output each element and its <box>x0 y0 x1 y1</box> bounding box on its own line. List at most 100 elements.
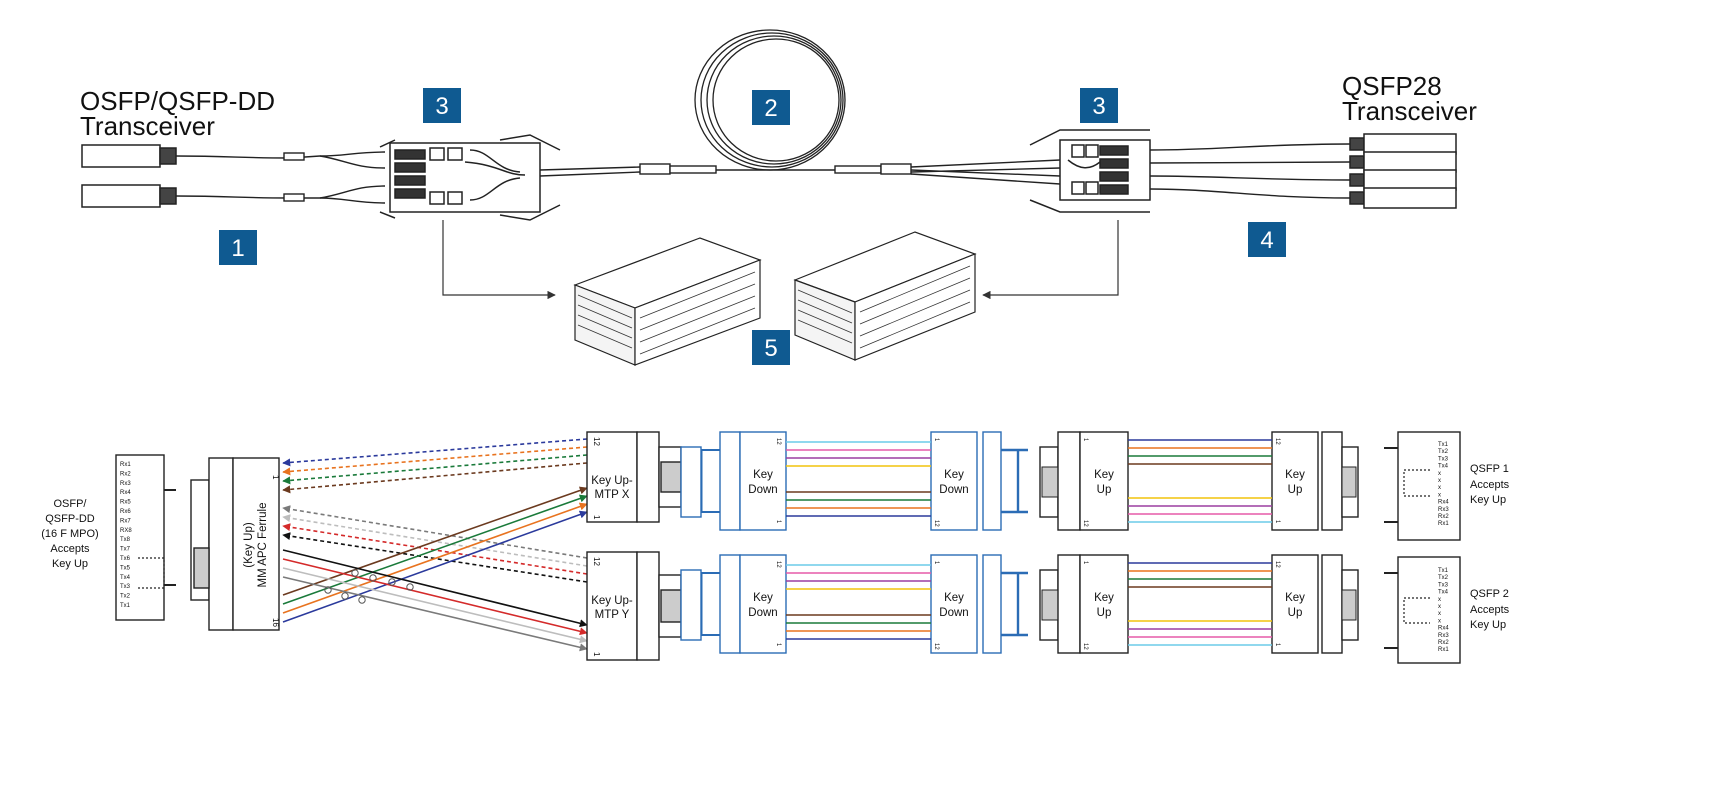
qsfp2-port-label: Tx3 <box>1438 582 1449 588</box>
qsfp2-port-label: x <box>1438 611 1441 617</box>
qsfp2-port-label: Rx2 <box>1438 640 1449 646</box>
key-down-label: Down <box>939 607 968 619</box>
ferrule-label-line1: (Key Up) <box>243 522 255 568</box>
pointer-arrows <box>442 220 1119 300</box>
qsfp1-port-label: Tx1 <box>1438 442 1449 448</box>
osfp-port-label: Rx3 <box>120 481 131 487</box>
qsfp-2-label: QSFP 2 Accepts Key Up <box>1470 588 1510 631</box>
osfp-port-label: Rx7 <box>120 518 131 524</box>
svg-text:Accepts: Accepts <box>1470 479 1510 491</box>
rx-fiber-x <box>282 462 588 494</box>
mtp-y-pin-1: 1 <box>592 652 601 657</box>
svg-text:QSFP 2: QSFP 2 <box>1470 588 1509 600</box>
svg-text:Key Up: Key Up <box>1470 494 1506 506</box>
pin-label: 1 <box>933 561 939 565</box>
svg-text:5: 5 <box>764 335 777 362</box>
osfp-port-label: Rx6 <box>120 509 131 515</box>
ferrule-assembly <box>190 457 280 631</box>
pin-label: 12 <box>1274 438 1280 445</box>
osfp-port-label: Rx4 <box>120 490 131 496</box>
osfp-port-label: Tx5 <box>120 565 131 571</box>
svg-text:3: 3 <box>1092 93 1105 120</box>
key-up-label: Up <box>1097 607 1112 619</box>
mtp-x-pin-12: 12 <box>592 437 601 446</box>
tx-fiber-y <box>282 549 588 628</box>
qsfp2-port-label: Rx3 <box>1438 633 1449 639</box>
key-down-block-right <box>930 431 978 531</box>
key-up-label: Key <box>1285 592 1305 604</box>
key-down-label: Down <box>939 484 968 496</box>
rx-fiber-y <box>282 532 588 583</box>
fiber-crossover <box>369 574 377 582</box>
pin-label: 12 <box>775 561 781 568</box>
osfp-port-label: Tx3 <box>120 584 131 590</box>
osfp-port-label: Rx5 <box>120 500 131 506</box>
right-transceiver-modules <box>1349 133 1457 209</box>
badge-1: 1 <box>219 230 257 265</box>
key-down-block-left <box>739 431 787 531</box>
rx-fiber-x <box>282 446 588 476</box>
fiber-crossover <box>324 586 332 594</box>
tx-fiber-y <box>282 558 588 636</box>
fiber-crossover <box>388 578 396 586</box>
qsfp2-port-label: Rx1 <box>1438 647 1449 653</box>
tx-fiber-y <box>282 567 588 644</box>
qsfp2-port-label: Rx4 <box>1438 626 1449 632</box>
key-up-block-left <box>1079 431 1129 531</box>
key-up-label: Up <box>1097 484 1112 496</box>
pin-label: 12 <box>775 438 781 445</box>
osfp-port-label: RX8 <box>120 528 132 534</box>
fiber-crossover <box>351 569 359 577</box>
qsfp2-port-label: Tx2 <box>1438 575 1449 581</box>
fiber-crossover <box>341 592 349 600</box>
mtp-y-connector <box>586 551 682 661</box>
osfp-port-label: Tx7 <box>120 547 131 553</box>
fiber-crossover <box>358 596 366 604</box>
ferrule-pin-top: 1 <box>271 475 280 480</box>
qsfp1-port-label: Tx4 <box>1438 464 1449 470</box>
badges: 1 2 3 3 4 5 <box>219 88 1286 365</box>
pin-label: 1 <box>933 438 939 442</box>
pin-label: 12 <box>1082 520 1088 527</box>
cable-coil <box>694 29 846 171</box>
key-up-label: Key <box>1094 469 1114 481</box>
trunk-cable <box>539 159 1061 185</box>
svg-text:Key Up: Key Up <box>52 558 88 570</box>
qsfp2-port-label: x <box>1438 597 1441 603</box>
pin-label: 12 <box>933 520 939 527</box>
pin-label: 1 <box>775 520 781 524</box>
osfp-port-box: Rx1Rx2Rx3Rx4Rx5Rx6Rx7RX8Tx8Tx7Tx6Tx5Tx4T… <box>115 454 176 621</box>
qsfp2-port-label: x <box>1438 618 1441 624</box>
osfp-port-label: Tx6 <box>120 556 131 562</box>
key-up-block-right <box>1271 554 1319 654</box>
key-up-label: Key <box>1094 592 1114 604</box>
osfp-port-label: Tx2 <box>120 594 131 600</box>
mtp-y-pin-12: 12 <box>592 557 601 566</box>
key-down-label: Key <box>944 592 964 604</box>
qsfp1-port-label: x <box>1438 485 1441 491</box>
mtp-y-label-line2: MTP Y <box>595 609 630 621</box>
osfp-port-label: Tx1 <box>120 603 131 609</box>
right-patch-cords <box>1149 143 1351 199</box>
right-transceiver-title: QSFP28 Transceiver <box>1342 71 1477 126</box>
right-title-line1: QSFP28 <box>1342 71 1442 101</box>
tx-fiber-x <box>282 510 588 623</box>
key-down-block-left <box>739 554 787 654</box>
key-down-label: Down <box>748 607 777 619</box>
qsfp1-port-label: Rx3 <box>1438 507 1449 513</box>
badge-3-left: 3 <box>423 88 461 123</box>
key-down-block-right <box>930 554 978 654</box>
svg-text:Accepts: Accepts <box>1470 604 1510 616</box>
right-title-line2: Transceiver <box>1342 96 1477 126</box>
svg-text:1: 1 <box>231 235 244 262</box>
tx-fiber-x <box>282 502 588 614</box>
badge-5: 5 <box>752 330 790 365</box>
osfp-port-label: Rx2 <box>120 471 131 477</box>
rx-fiber-y <box>282 514 588 567</box>
pin-label: 1 <box>1274 643 1280 647</box>
badge-4: 4 <box>1248 222 1286 257</box>
pin-label: 1 <box>1082 438 1088 442</box>
breakout-fibers <box>282 438 588 652</box>
key-up-label: Key <box>1285 469 1305 481</box>
